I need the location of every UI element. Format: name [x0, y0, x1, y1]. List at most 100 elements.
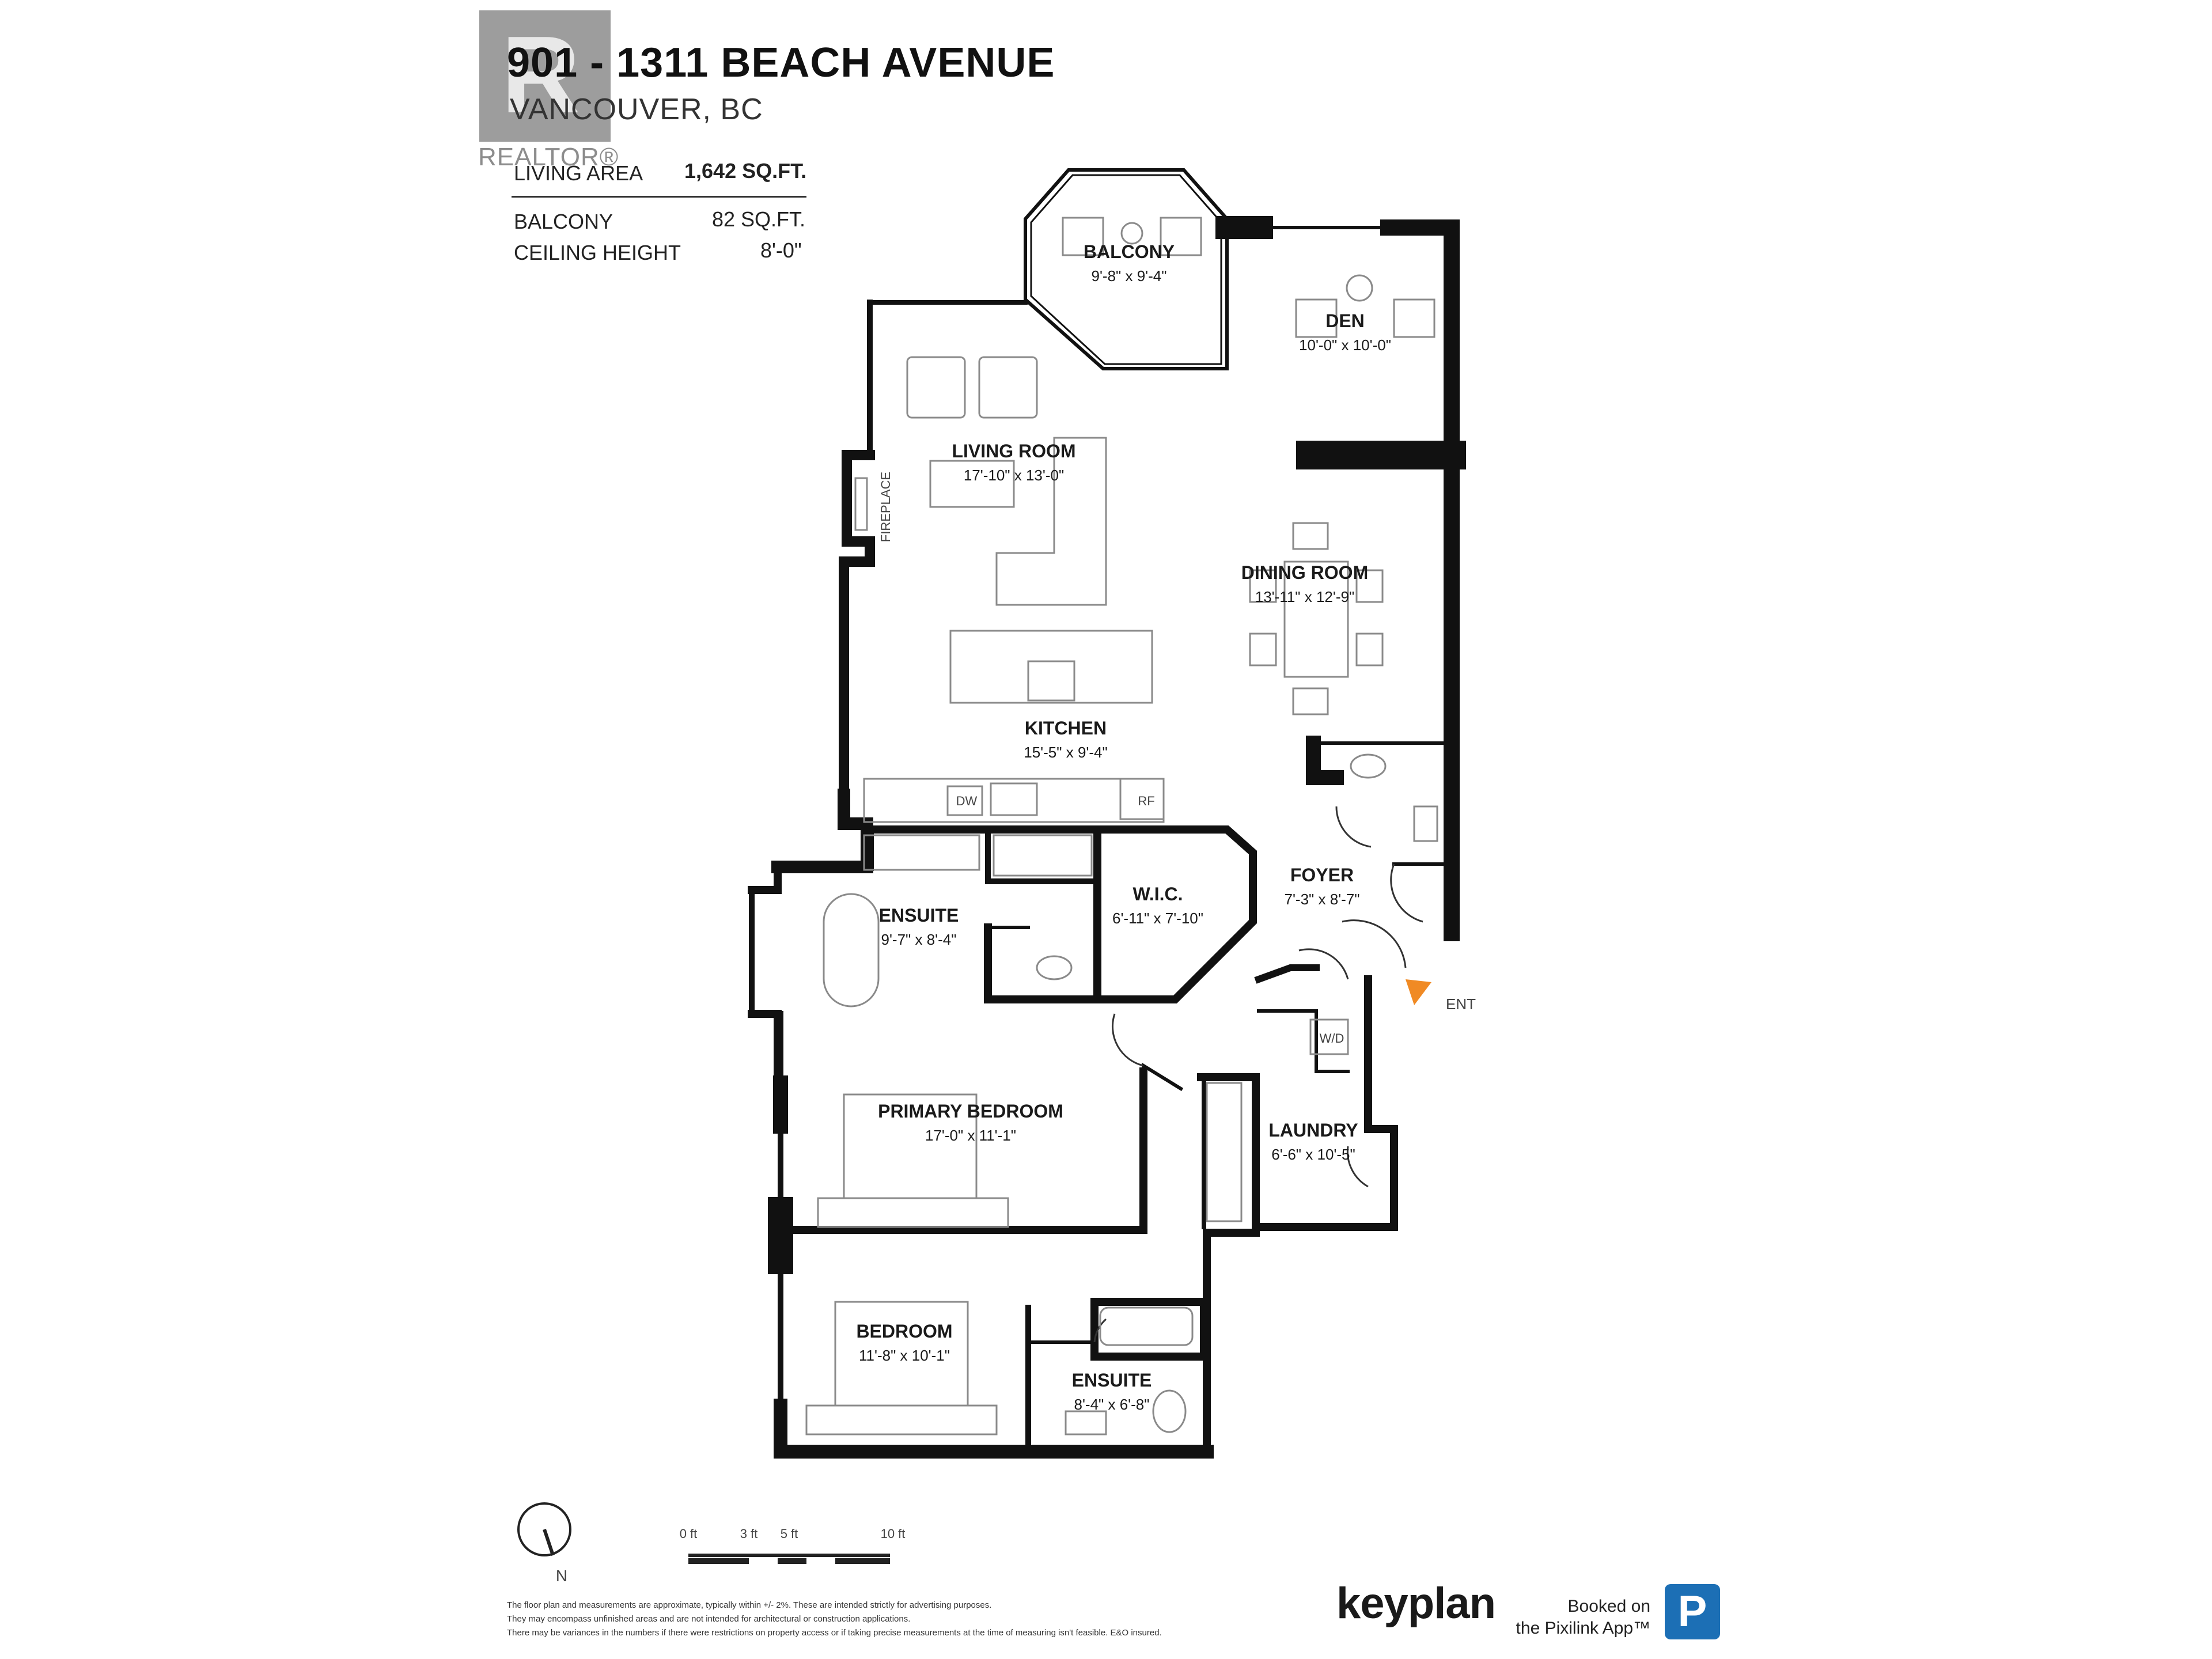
pixilink-p-icon: P [1665, 1584, 1720, 1639]
dishwasher [946, 785, 983, 816]
realtor-logo-word: REALTOR® [478, 143, 619, 171]
powder-toilet [1350, 753, 1387, 779]
north-compass-icon [517, 1502, 571, 1556]
balcony-area-label: BALCONY [514, 210, 613, 233]
ensuite2-dims: 8'-4" x 6'-8" [1074, 1396, 1150, 1413]
dining-table [1283, 560, 1349, 678]
ensuite2-door-swing [1093, 1318, 1107, 1343]
scale-label-10: 10 ft [881, 1527, 906, 1541]
washer-dryer [1309, 1018, 1349, 1055]
hall-closet-rod [1206, 1082, 1243, 1222]
listing-address: 901 - 1311 BEACH AVENUE [507, 40, 1055, 86]
laundry-closet-swing [1298, 948, 1349, 980]
north-needle [543, 1529, 555, 1556]
primary-door-arc [1142, 1062, 1184, 1092]
scale-label-5: 5 ft [781, 1527, 798, 1541]
ensuite2-name: ENSUITE [1072, 1370, 1152, 1391]
ceiling-height-label: CEILING HEIGHT [514, 241, 681, 264]
east-wall [1380, 219, 1460, 941]
foyer-dims: 7'-3" x 8'-7" [1285, 891, 1360, 908]
ensuite2-sink [1065, 1410, 1107, 1435]
kitchen-sink [990, 782, 1038, 816]
entry-marker-icon [1406, 979, 1431, 1005]
ceiling-height-value: 8'-0" [760, 238, 802, 262]
laundry-door-frame [1257, 1009, 1350, 1073]
fireplace-hearth [854, 477, 868, 531]
powder-west-wall [1306, 736, 1344, 785]
kitchen-west-wall [771, 789, 873, 873]
entry-label: ENT [1446, 995, 1476, 1013]
laundry-dims: 6'-6" x 10'-5" [1271, 1146, 1355, 1163]
dining-chair-s [1292, 687, 1329, 715]
shower-wall [985, 827, 1100, 884]
dining-room-name: DINING ROOM [1241, 562, 1368, 583]
balcony-outline [1024, 168, 1229, 370]
ensuite2-toilet [1152, 1389, 1187, 1433]
den-name: DEN [1325, 310, 1365, 331]
refrigerator [1119, 778, 1165, 820]
dining-chair-e1 [1355, 569, 1384, 603]
laundry-west-wall [1197, 1073, 1260, 1237]
ensuite-dims: 9'-7" x 8'-4" [881, 931, 957, 948]
ensuite-toilet [1036, 955, 1073, 980]
primary-door-swing [1111, 1013, 1144, 1067]
ensuite-bay-top [748, 863, 782, 894]
wic-dims: 6'-11" x 7'-10" [1112, 910, 1203, 927]
disclaimer-line-1: The floor plan and measurements are appr… [507, 1600, 992, 1610]
balcony-table [1120, 222, 1143, 245]
balcony-chair-left [1062, 217, 1104, 256]
laundry-south-wall [1252, 987, 1398, 1231]
booked-on-text: Booked on [1567, 1597, 1650, 1616]
primary-bedroom-name: PRIMARY BEDROOM [878, 1101, 1063, 1122]
north-label: N [556, 1567, 567, 1585]
south-wall [774, 1399, 1214, 1459]
disclaimer-line-3: There may be variances in the numbers if… [507, 1628, 1162, 1638]
walk-in-shower [993, 834, 1093, 877]
dishwasher-label: DW [956, 794, 978, 808]
ensuite2-tub [1099, 1306, 1194, 1346]
fireplace-label: FIREPLACE [878, 472, 893, 542]
wic-name: W.I.C. [1132, 884, 1183, 904]
laundry-name: LAUNDRY [1268, 1120, 1358, 1141]
living-area-value: 1,642 SQ.FT. [684, 159, 807, 183]
cooktop [1027, 660, 1075, 702]
fireplace-wall [839, 450, 875, 800]
foyer-name: FOYER [1290, 865, 1354, 885]
sectional-sofa [995, 437, 1107, 606]
kitchen-island [949, 630, 1153, 704]
powder-sink [1413, 805, 1438, 842]
balcony-dims: 9'-8" x 9'-4" [1092, 267, 1167, 285]
tub-alcove [1090, 1298, 1208, 1361]
kitchen-dims: 15'-5" x 9'-4" [1024, 744, 1107, 761]
laundry-closet-wall [1254, 964, 1320, 984]
listing-city: VANCOUVER, BC [510, 93, 763, 126]
refrigerator-label: RF [1138, 794, 1154, 808]
primary-nightstands [817, 1197, 1009, 1228]
den-chair-right [1393, 298, 1435, 338]
balcony-name: BALCONY [1084, 241, 1175, 262]
bedroom-nightstands [805, 1404, 998, 1435]
dining-chair-n [1292, 522, 1329, 550]
primary-bedroom-dims: 17'-0" x 11'-1" [925, 1127, 1016, 1144]
wic-outline [863, 825, 1257, 1003]
bedroom-name: BEDROOM [856, 1321, 952, 1342]
armchair-left [906, 356, 966, 419]
den-table [1346, 274, 1373, 302]
pixilink-app-text: the Pixilink App™ [1516, 1619, 1650, 1638]
freestanding-tub [823, 893, 880, 1007]
ensuite2-door [1027, 1306, 1096, 1344]
dining-chair-w1 [1249, 569, 1277, 603]
laundry-door-swing [1346, 1146, 1369, 1188]
stats-divider [512, 196, 806, 198]
ensuite2-east-wall [1203, 1223, 1260, 1456]
kitchen-name: KITCHEN [1025, 718, 1107, 738]
wc-wall [984, 923, 1101, 1003]
balcony-chair-right [1160, 217, 1202, 256]
dining-room-dims: 13'-11" x 12'-9" [1255, 588, 1354, 605]
living-room-dims: 17'-10" x 13'-0" [964, 467, 1064, 484]
balcony-inner-rail [1030, 174, 1222, 365]
primary-south-wall [774, 1067, 1147, 1234]
double-vanity [863, 834, 980, 871]
living-area-label: LIVING AREA [514, 161, 643, 185]
